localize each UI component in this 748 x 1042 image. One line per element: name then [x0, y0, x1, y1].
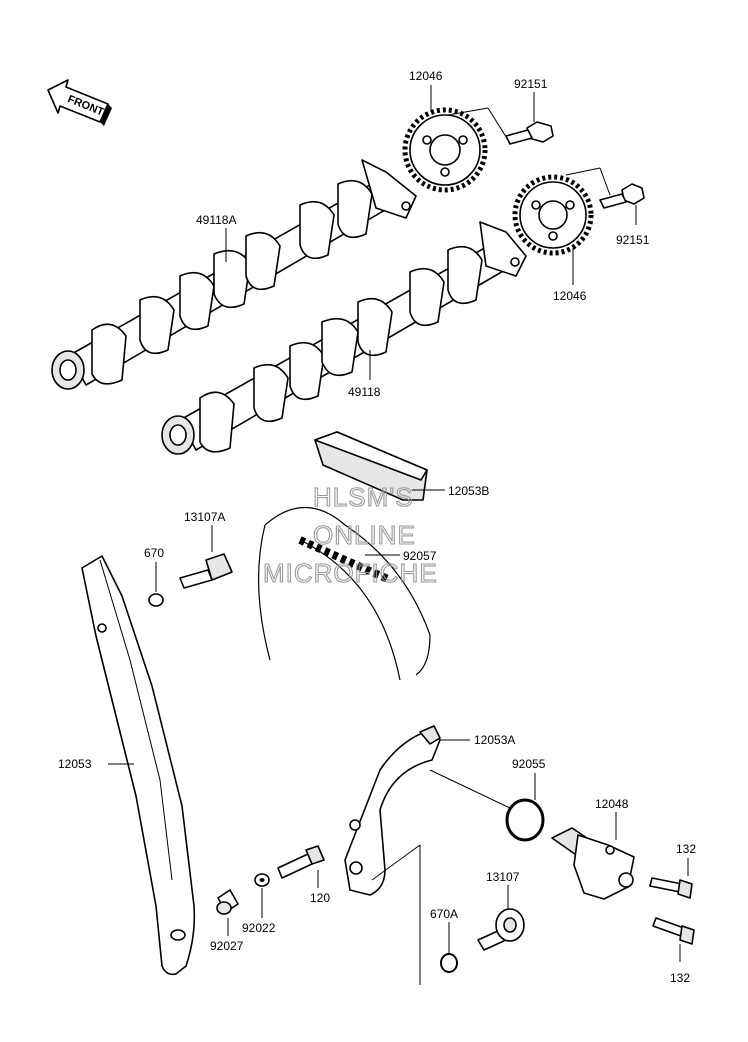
camshaft-upper	[51, 159, 417, 390]
label-12053: 12053	[58, 757, 92, 771]
label-12046-right: 12046	[553, 289, 587, 303]
bolt-right	[599, 183, 645, 209]
collar-92027	[216, 889, 239, 915]
bolt-upper	[505, 121, 554, 145]
sprocket-right	[512, 174, 594, 256]
leader-lines	[108, 85, 689, 985]
label-13107a: 13107A	[184, 510, 225, 524]
chain-guide-left	[81, 555, 196, 976]
label-12053b: 12053B	[448, 484, 489, 498]
label-92027: 92027	[210, 939, 244, 953]
bolt-13107	[477, 908, 525, 951]
watermark-line2: ONLINE	[313, 520, 416, 550]
oring-670	[148, 593, 164, 607]
label-92151-right: 92151	[616, 233, 650, 247]
bolt-132-upper	[649, 877, 693, 899]
sprocket-upper	[402, 107, 488, 193]
label-12053a: 12053A	[474, 733, 515, 747]
front-arrow-icon: FRONT	[47, 79, 112, 126]
label-120: 120	[310, 891, 330, 905]
label-670: 670	[144, 546, 164, 560]
chain-guide-right	[344, 725, 441, 896]
label-12046-top: 12046	[409, 69, 443, 83]
camshaft-lower	[161, 221, 527, 455]
label-132-lower: 132	[670, 971, 690, 985]
label-132-upper: 132	[676, 842, 696, 856]
cam-chain	[257, 506, 431, 681]
oring-670a	[440, 953, 458, 973]
label-92151-top: 92151	[514, 77, 548, 91]
label-92057: 92057	[403, 549, 437, 563]
watermark-line3: MICROFICHE	[263, 558, 438, 588]
label-670a: 670A	[430, 907, 458, 921]
label-12048: 12048	[595, 797, 629, 811]
label-49118: 49118	[348, 385, 381, 399]
bolt-132-lower	[652, 917, 695, 945]
bolt-120	[277, 845, 325, 879]
label-92022: 92022	[242, 921, 276, 935]
label-13107: 13107	[486, 870, 520, 884]
watermark-line1: HLSM'S	[313, 482, 414, 512]
oring-92055	[505, 798, 545, 842]
tensioner	[551, 827, 635, 900]
bolt-13107a	[179, 553, 233, 589]
chain-guide-top	[314, 431, 428, 501]
label-49118a: 49118A	[196, 213, 236, 227]
label-92055: 92055	[512, 757, 546, 771]
